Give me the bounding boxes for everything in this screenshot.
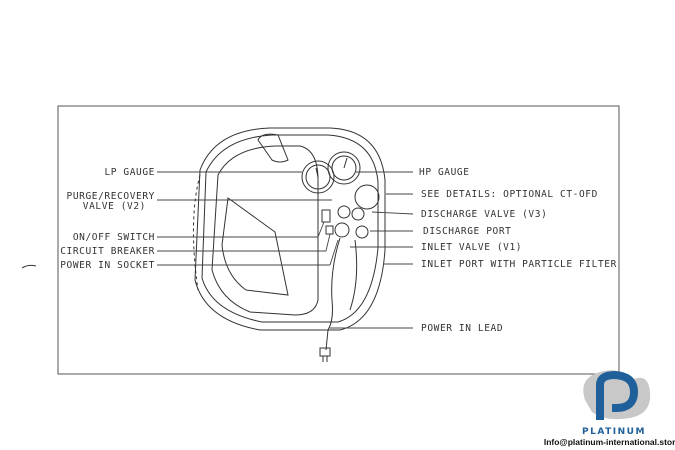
label-power-in-lead: POWER IN LEAD <box>421 323 503 334</box>
label-discharge-port: DISCHARGE PORT <box>423 226 511 237</box>
label-see-details: SEE DETAILS: OPTIONAL CT-OFD <box>421 189 598 200</box>
recovery-unit-drawing <box>192 127 386 362</box>
label-purge-valve-line1: PURGE/RECOVERY <box>67 191 155 202</box>
label-discharge-valve: DISCHARGE VALVE (V3) <box>421 209 547 220</box>
label-inlet-valve: INLET VALVE (V1) <box>421 242 522 253</box>
diagram-frame <box>57 105 620 375</box>
label-lp-gauge: LP GAUGE <box>104 167 155 178</box>
label-purge-valve-line2: VALVE (V2) <box>83 201 146 212</box>
scan-mark <box>21 264 37 269</box>
leader-lines <box>157 171 414 329</box>
label-power-in-socket: POWER IN SOCKET <box>60 260 155 271</box>
label-hp-gauge: HP GAUGE <box>419 167 470 178</box>
platinum-logo: PLATINUM <box>582 370 651 437</box>
label-on-off-switch: ON/OFF SWITCH <box>73 232 155 243</box>
contact-email: Info@platinum-international.store <box>544 437 675 447</box>
logo-brand-text: PLATINUM <box>582 427 646 437</box>
label-inlet-port: INLET PORT WITH PARTICLE FILTER <box>421 259 617 270</box>
label-circuit-breaker: CIRCUIT BREAKER <box>60 246 155 257</box>
